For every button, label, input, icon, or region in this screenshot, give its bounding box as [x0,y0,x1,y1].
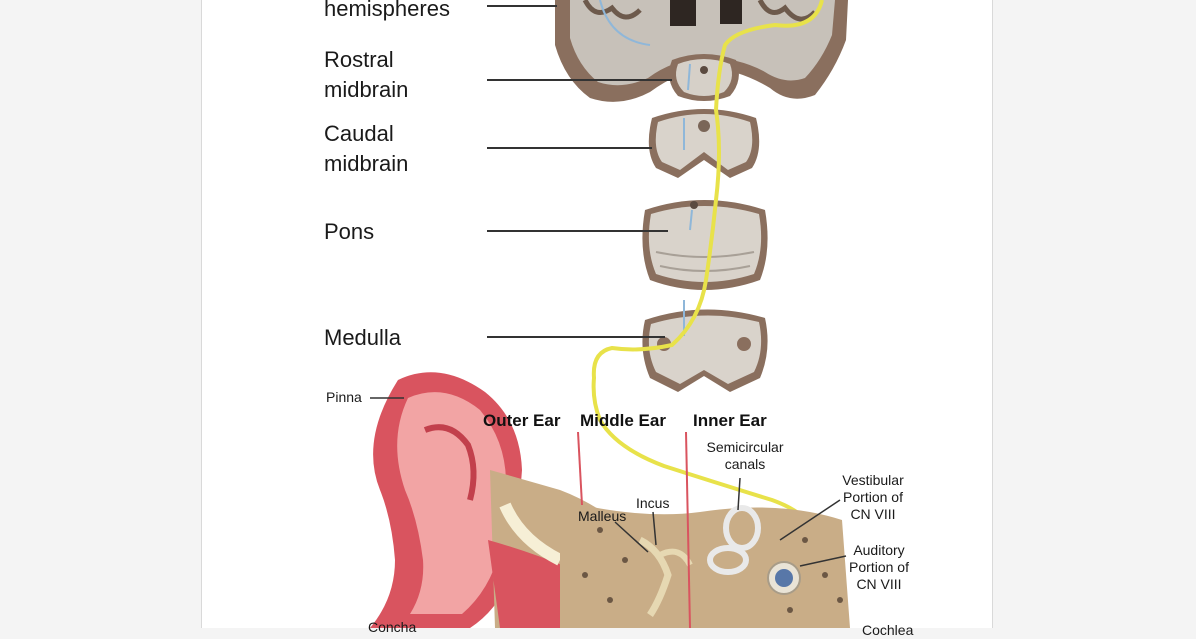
label-cerebral-hemispheres: hemispheres [324,0,450,21]
rostral-midbrain-slice [669,54,739,101]
level-leader-lines [487,5,672,338]
label-incus: Incus [636,495,670,511]
header-inner-ear: Inner Ear [693,411,767,430]
auditory-nerve-pathway [591,0,824,529]
header-middle-ear: Middle Ear [580,411,666,430]
label-medulla: Medulla [324,325,402,350]
outer-ear-pinna [370,372,522,628]
caudal-midbrain-slice [648,109,760,178]
part-leader-lines [370,397,847,567]
label-malleus: Malleus [578,508,627,524]
pons-slice [642,200,768,290]
label-pons: Pons [324,219,375,244]
header-outer-ear: Outer Ear [483,411,561,430]
medulla-slice [642,309,768,392]
label-cochlea: Cochlea [862,622,914,638]
cochlea [767,561,801,595]
ear-leader-lines [577,431,691,628]
temporal-bone [560,500,850,628]
label-pinna: Pinna [326,389,362,405]
semicircular-canals [707,505,761,575]
